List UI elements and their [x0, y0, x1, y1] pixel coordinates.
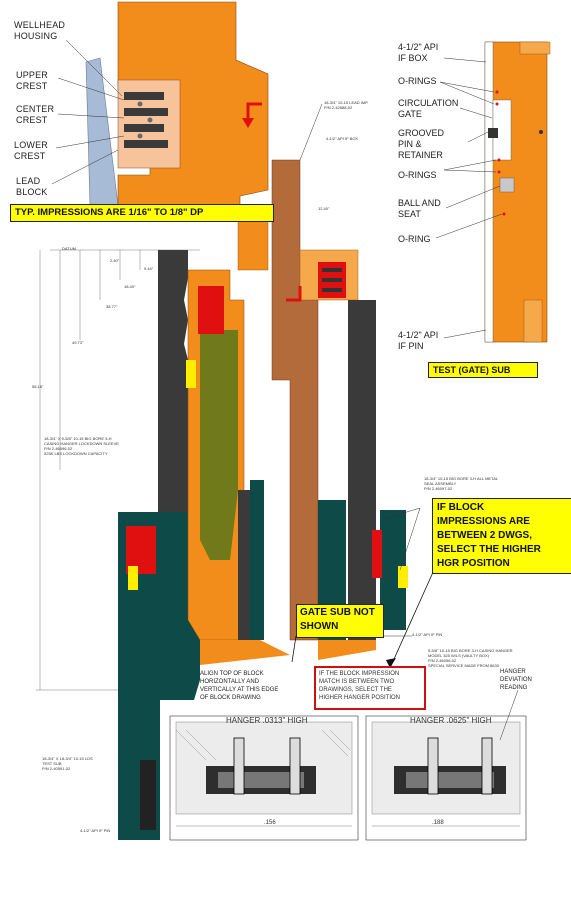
dim-3: 18.40" [124, 284, 136, 289]
hanger-left-title: HANGER .0313" HIGH [226, 716, 308, 725]
dim-1: 2.40" [110, 258, 120, 263]
label-grooved-pin: GROOVED PIN & RETAINER [398, 128, 445, 160]
dim-6: 58.18" [32, 384, 44, 389]
label-o-ring: O-RING [398, 234, 431, 244]
test-sub-title: TEST (GATE) SUB [428, 362, 538, 378]
red-seal-upper [198, 286, 224, 334]
note-if-pin-right: 4-1/2" API IF PIN [412, 632, 443, 637]
lockdown-sleeve [200, 330, 238, 560]
right-outer-casing [348, 300, 376, 640]
label-if-pin: 4-1/2" API IF PIN [398, 330, 439, 351]
label-lower-crest: LOWER CREST [14, 140, 49, 161]
label-ball-and-seat: BALL AND SEAT [398, 198, 441, 219]
label-o-rings-upper: O-RINGS [398, 76, 437, 86]
teal-housing-bottom [118, 512, 200, 840]
note-lead-block: 18-3/4" 10-15 LEAD IMP. P/N 2-42688-02 [324, 100, 369, 110]
label-circulation-gate: CIRCULATION GATE [398, 98, 459, 119]
label-upper-crest: UPPER CREST [16, 70, 49, 91]
dim-2: 9.44" [144, 266, 154, 271]
impressions-note: TYP. IMPRESSIONS ARE 1/16" TO 1/8" DP [10, 204, 274, 222]
callout-deviation: HANGER DEVIATION READING [500, 669, 532, 691]
brown-running-tool [271, 159, 319, 641]
label-lead-block: LEAD BLOCK [16, 176, 48, 197]
callout-block-between: IF BLOCK IMPRESSIONS ARE BETWEEN 2 DWGS,… [432, 498, 571, 574]
label-wellhead-housing: WELLHEAD HOUSING [14, 20, 66, 41]
wellhead-housing-shape [85, 57, 119, 206]
red-arrow [246, 102, 262, 124]
hanger-right-dim: .188 [432, 820, 444, 826]
note-metal-seal: 18-3/4" 10-15 BIG BORE 3-H ALL METAL SEA… [424, 476, 499, 491]
label-if-box: 4-1/2" API IF BOX [398, 42, 439, 63]
note-datum: DATUM [62, 246, 76, 251]
dim-7: 12.40" [318, 206, 330, 211]
label-center-crest: CENTER CREST [16, 104, 55, 125]
hanger-right-title: HANGER .0625" HIGH [410, 716, 492, 725]
note-test-sub-bottom: 18-3/4" X 18-3/4" 10-15 LDS TEST SUB P/N… [42, 756, 93, 771]
test-sub-drawing [435, 41, 551, 343]
note-lockdown: 18-3/4" X 9-5/8" 10-15 BIG BORE 3-H CASI… [44, 436, 119, 456]
callout-gate-sub: GATE SUB NOT SHOWN [296, 604, 384, 638]
hanger-detail-left [169, 715, 359, 841]
callout-red-note: IF THE BLOCK IMPRESSION MATCH IS BETWEEN… [314, 666, 426, 710]
dim-4: 38.77" [106, 304, 118, 309]
test-sub-body [484, 41, 548, 343]
hanger-detail-right [365, 689, 527, 841]
dim-5: 49.73" [72, 340, 84, 345]
main-assembly [36, 209, 290, 840]
note-if-pin-bottom: 4-1/2" API IF PIN [80, 828, 111, 833]
label-o-rings-lower: O-RINGS [398, 170, 437, 180]
right-assembly [271, 103, 421, 660]
callout-align-note: ALIGN TOP OF BLOCK HORIZONTALLY AND VERT… [200, 671, 279, 701]
note-if-box: 4-1/2" API IF BOX [326, 136, 359, 141]
hanger-left-dim: .156 [264, 820, 276, 826]
note-casing-hanger: 9-5/8" 10-15 BIG BORE 3-H CASING HANGER … [428, 648, 513, 668]
wellhead-detail [51, 1, 269, 206]
